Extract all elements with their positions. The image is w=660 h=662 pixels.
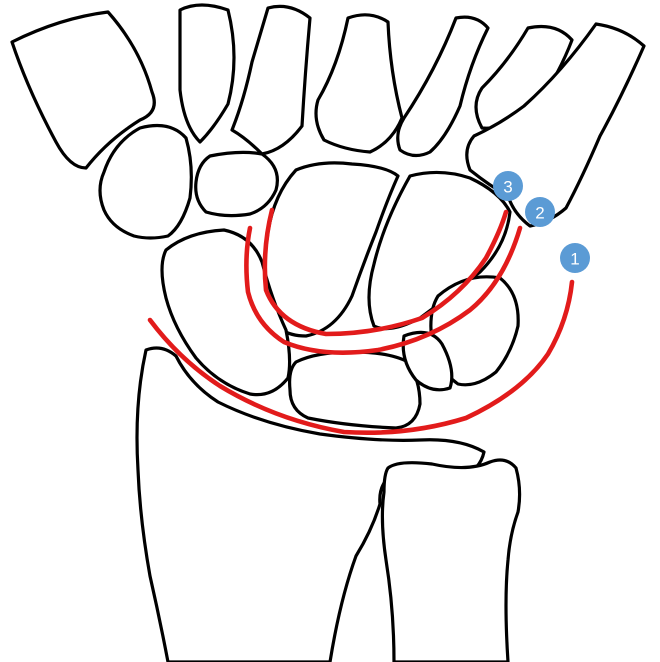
metacarpal-4: [316, 15, 402, 152]
trapezium: [100, 126, 191, 238]
marker-2-label: 2: [535, 204, 544, 223]
marker-3-label: 3: [503, 178, 512, 197]
trapezoid: [196, 152, 278, 215]
lunate: [290, 352, 420, 428]
marker-1-label: 1: [570, 250, 579, 269]
metacarpal-2: [180, 5, 234, 142]
marker-3: 3: [493, 171, 523, 201]
marker-2: 2: [525, 197, 555, 227]
marker-1: 1: [560, 243, 590, 273]
metacarpal-3: [232, 6, 310, 154]
ulna: [382, 460, 519, 662]
